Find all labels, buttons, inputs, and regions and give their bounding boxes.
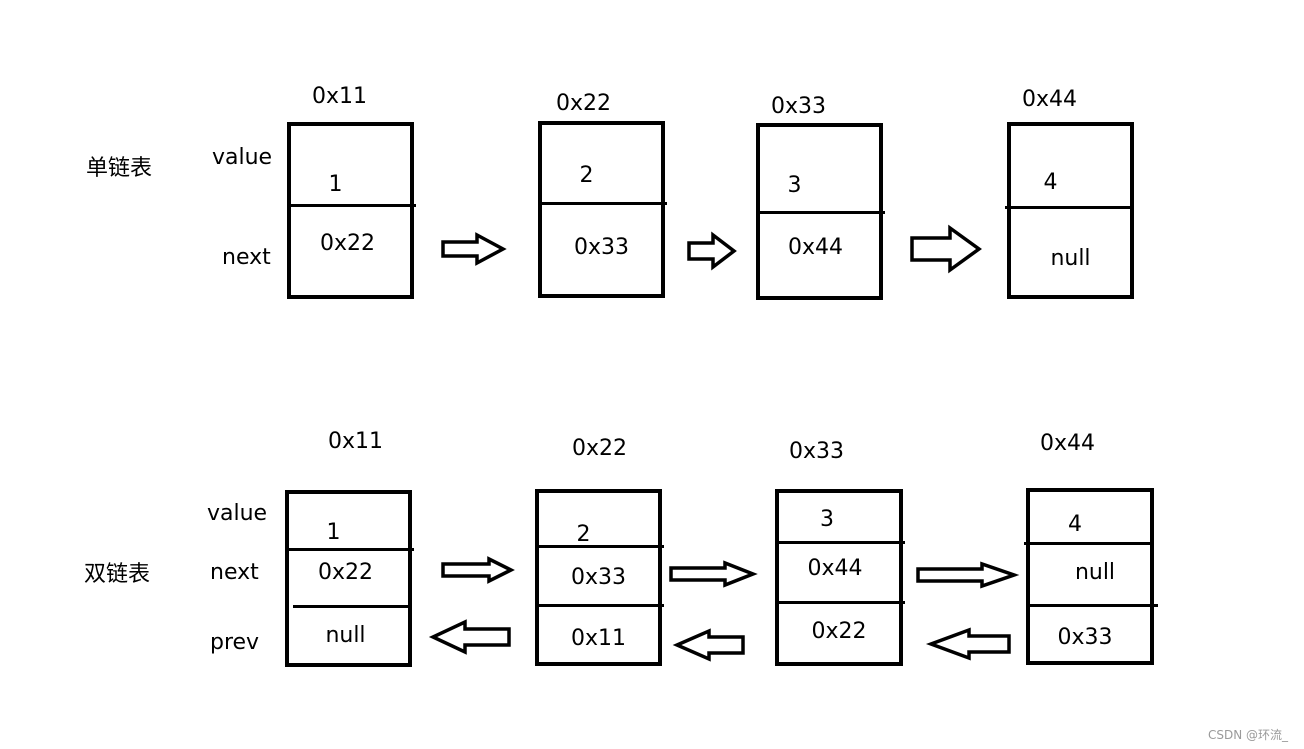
doubly-node-1-address: 0x11 (328, 429, 384, 454)
doubly-list-title: 双链表 (84, 562, 151, 587)
doubly-node-2-address: 0x22 (572, 436, 628, 461)
doubly-node-4: 4 null 0x33 (1024, 488, 1158, 665)
singly-node-1-value: 1 (328, 172, 343, 197)
singly-node-2-value: 2 (579, 163, 594, 188)
doubly-node-1-prev: null (325, 623, 366, 648)
doubly-node-2-prev: 0x11 (570, 626, 626, 651)
doubly-node-4-next: null (1074, 560, 1116, 585)
singly-node-1: 1 0x22 (287, 122, 416, 299)
doubly-next-arrow-3-4 (916, 561, 1020, 589)
doubly-node-3-value: 3 (820, 507, 834, 532)
singly-node-2: 2 0x33 (538, 121, 667, 298)
doubly-node-1: 1 0x22 null (285, 490, 414, 667)
singly-node-3-address: 0x33 (771, 94, 827, 119)
singly-arrow-1-2 (441, 232, 507, 266)
doubly-node-1-value: 1 (326, 520, 341, 545)
doubly-node-4-value: 4 (1068, 512, 1082, 537)
doubly-node-3-prev: 0x22 (811, 619, 867, 644)
doubly-node-2-value: 2 (576, 522, 591, 547)
singly-node-1-address: 0x11 (312, 84, 368, 109)
doubly-next-arrow-2-3 (669, 560, 758, 588)
doubly-node-3-next: 0x44 (807, 556, 863, 581)
doubly-next-label: next (210, 560, 259, 585)
watermark: CSDN @环流_ (1208, 728, 1289, 742)
doubly-node-2: 2 0x33 0x11 (535, 489, 664, 666)
singly-arrow-3-4 (910, 224, 982, 274)
singly-next-label: next (222, 245, 271, 270)
singly-list-title: 单链表 (86, 156, 153, 181)
singly-arrow-2-3 (687, 231, 737, 271)
doubly-prev-arrow-3 (925, 627, 1011, 661)
doubly-next-arrow-1-2 (441, 556, 515, 584)
doubly-node-1-next: 0x22 (317, 560, 373, 585)
singly-node-4-address: 0x44 (1022, 87, 1078, 112)
doubly-prev-label: prev (210, 630, 260, 655)
doubly-prev-arrow-2 (672, 628, 745, 662)
singly-node-4-value: 4 (1043, 170, 1058, 195)
doubly-node-3: 3 0x44 0x22 (775, 489, 905, 666)
singly-node-4-next: null (1050, 246, 1091, 271)
singly-node-2-next: 0x33 (573, 235, 629, 260)
doubly-prev-arrow-1 (428, 619, 511, 655)
doubly-value-label: value (207, 501, 268, 526)
singly-node-2-address: 0x22 (556, 91, 612, 116)
singly-node-3-next: 0x44 (787, 235, 843, 260)
doubly-node-2-next: 0x33 (570, 565, 626, 590)
singly-value-label: value (212, 145, 273, 170)
doubly-node-4-prev: 0x33 (1057, 625, 1113, 650)
singly-node-1-next: 0x22 (319, 231, 375, 256)
singly-node-3: 3 0x44 (756, 123, 885, 300)
doubly-node-4-address: 0x44 (1040, 431, 1096, 456)
singly-node-3-value: 3 (787, 173, 802, 198)
doubly-node-3-address: 0x33 (789, 439, 845, 464)
singly-node-4: 4 null (1005, 122, 1134, 299)
